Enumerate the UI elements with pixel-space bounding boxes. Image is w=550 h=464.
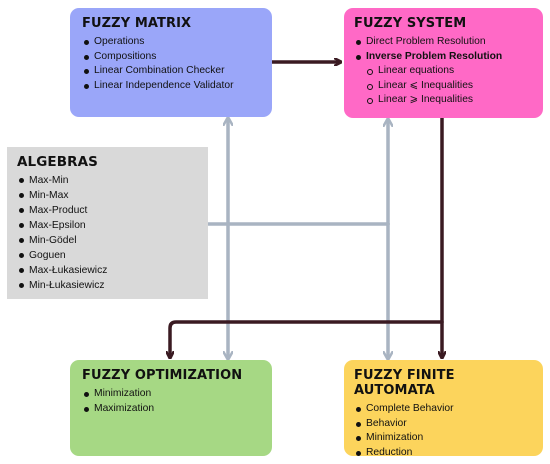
fuzzy-matrix-title: FUZZY MATRIX (82, 16, 192, 31)
list-item: Max-Łukasiewicz (17, 263, 198, 278)
algebras-box: ALGEBRAS Max-Min Min-Max Max-Product Max… (7, 147, 208, 299)
list-item: Maximization (82, 402, 260, 417)
list-item: Min-Max (17, 188, 198, 203)
sub-list-item: Linear ⩾ Inequalities (354, 93, 533, 108)
fuzzy-finite-automata-box: FUZZY FINITE AUTOMATA Complete Behavior … (344, 360, 543, 458)
fuzzy-optimization-box: FUZZY OPTIMIZATION Minimization Maximiza… (70, 360, 272, 456)
list-item: Max-Min (17, 173, 198, 188)
list-item: Minimization (82, 387, 260, 402)
list-item: Max-Epsilon (17, 218, 198, 233)
fuzzy-finite-automata-title: FUZZY FINITE AUTOMATA (354, 368, 455, 398)
algebras-title: ALGEBRAS (17, 154, 99, 170)
list-item: Direct Problem Resolution (354, 35, 533, 50)
list-item: Behavior (354, 417, 533, 432)
algebras-list: Max-Min Min-Max Max-Product Max-Epsilon … (17, 173, 198, 293)
list-item: Linear Combination Checker (82, 64, 260, 79)
list-item: Min-Łukasiewicz (17, 278, 198, 293)
fuzzy-system-box: FUZZY SYSTEM Direct Problem Resolution I… (344, 8, 543, 118)
sub-list-item: Linear ⩽ Inequalities (354, 79, 533, 94)
list-item: Inverse Problem Resolution (354, 50, 533, 65)
sub-list-item: Linear equations (354, 64, 533, 79)
list-item: Complete Behavior (354, 402, 533, 417)
fuzzy-matrix-list: Operations Compositions Linear Combinati… (82, 35, 260, 93)
list-item: Compositions (82, 50, 260, 65)
list-item: Reduction (354, 446, 533, 461)
list-item: Minimization (354, 431, 533, 446)
system-to-optimization-arrow (170, 320, 444, 355)
fuzzy-optimization-title: FUZZY OPTIMIZATION (82, 368, 243, 383)
list-item: Operations (82, 35, 260, 50)
list-item: Linear Independence Validator (82, 79, 260, 94)
fuzzy-matrix-box: FUZZY MATRIX Operations Compositions Lin… (70, 8, 272, 117)
fuzzy-system-title: FUZZY SYSTEM (354, 16, 467, 31)
list-item: Min-Gödel (17, 233, 198, 248)
fuzzy-optimization-list: Minimization Maximization (82, 387, 260, 416)
fuzzy-finite-automata-list: Complete Behavior Behavior Minimization … (354, 402, 533, 460)
list-item: Goguen (17, 248, 198, 263)
fuzzy-system-list: Direct Problem Resolution Inverse Proble… (354, 35, 533, 108)
list-item: Max-Product (17, 203, 198, 218)
